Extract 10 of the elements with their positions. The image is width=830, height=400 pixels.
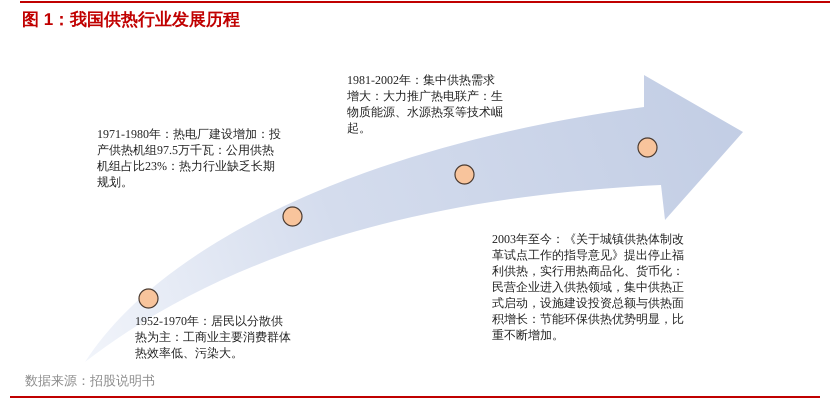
figure-title: 图 1：我国供热行业发展历程 <box>22 9 240 31</box>
milestone-circle <box>282 206 302 226</box>
milestone-description: 2003年至今：《关于城镇供热体制改革试点工作的指导意见》提出停止福利供热，实行用热商品化、货币化：民营企业进入供热领域，集中供热正式启动，设施建设投资总额与供热面积增长：节能环保供热优势明显，比重不断增加。 <box>492 231 685 343</box>
milestone-circle <box>138 288 158 308</box>
milestone-circle <box>636 136 658 158</box>
milestone-description: 1971-1980年：热电厂建设增加：投产供热机组97.5万千瓦：公用供热机组占比23%：热力行业缺乏长期规划。 <box>97 126 281 190</box>
milestone-description: 1952-1970年：居民以分散供热为主：工商业主要消费群体热效率低、污染大。 <box>135 313 292 361</box>
milestone-description: 1981-2002年：集中供热需求增大：大力推广热电联产：生物质能源、水源热泵等技术崛起。 <box>347 72 504 136</box>
source-note: 数据来源：招股说明书 <box>25 372 155 390</box>
milestone-circle <box>454 164 474 184</box>
